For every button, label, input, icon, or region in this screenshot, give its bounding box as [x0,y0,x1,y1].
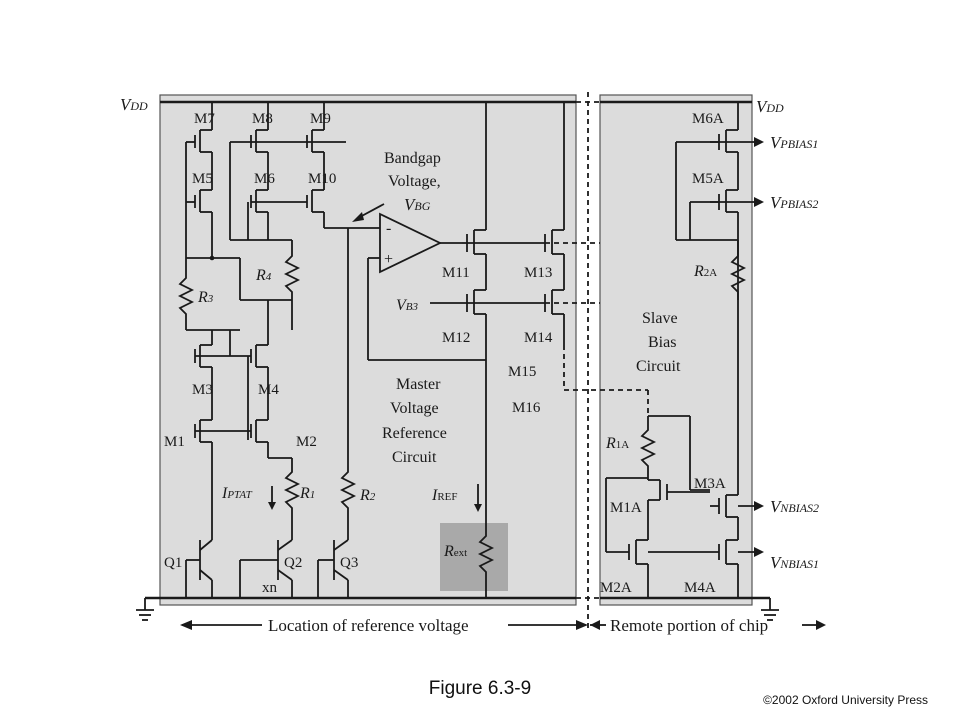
opamp-plus: + [384,251,393,268]
svg-text:R1A: R1A [605,435,629,452]
m1-label: M1 [164,434,185,450]
svg-text:R3: R3 [197,289,214,306]
m3-label: M3 [192,382,213,398]
r1a-sub: 1A [616,439,630,451]
m8-label: M8 [252,111,273,127]
iptat-label: I [221,485,228,502]
q3-label: Q3 [340,555,358,571]
vpbias1-sub: PBIAS1 [779,137,818,151]
r2-sub: 2 [370,491,376,503]
master-label-1: Master [396,376,441,393]
r1-label: R [299,485,310,502]
vbg-label: V [404,195,417,214]
master-label-3: Reference [382,425,447,442]
m4a-label: M4A [684,580,716,596]
vpbias2-sub: PBIAS2 [779,197,818,211]
vdd-left-sub: DD [129,99,148,113]
svg-text:VDD: VDD [756,97,784,116]
r2a-sub: 2A [704,267,718,279]
m11-label: M11 [442,265,470,281]
vdd-right-sub: DD [765,101,784,115]
svg-text:IREF: IREF [431,487,458,504]
m2-label: M2 [296,434,317,450]
m9-label: M9 [310,111,331,127]
slave-label-1: Slave [642,310,678,327]
m13-label: M13 [524,265,552,281]
figure-caption: Figure 6.3-9 [428,678,532,699]
m1a-label: M1A [610,500,642,516]
m16-label: M16 [512,400,541,416]
m6a-label: M6A [692,111,724,127]
m14-label: M14 [524,330,553,346]
r2-label: R [359,487,370,504]
iptat-sub: PTAT [226,489,252,501]
opamp-minus: - [386,220,391,237]
r3-label: R [197,289,208,306]
rext-sub: ext [454,547,467,559]
m7-label: M7 [194,111,215,127]
vb3-label: V [396,297,408,314]
rext-label: R [443,543,454,560]
svg-text:VB3: VB3 [396,297,419,314]
xn-label: xn [262,580,278,596]
vpbias2-label: V [770,193,783,212]
m5-label: M5 [192,171,213,187]
m12-label: M12 [442,330,470,346]
master-label-2: Voltage [390,400,439,417]
vb3-sub: B3 [406,301,419,313]
m3a-label: M3A [694,476,726,492]
m15-label: M15 [508,364,536,380]
r3-sub: 3 [207,293,214,305]
r1a-label: R [605,435,616,452]
vnbias1-label: V [770,553,783,572]
iref-sub: REF [437,491,457,503]
r4-label: R [255,267,266,284]
bandgap-label-2: Voltage, [388,173,441,190]
location-label: Location of reference voltage [268,616,469,635]
svg-text:R2: R2 [359,487,376,504]
svg-text:Rext: Rext [443,543,467,560]
slave-label-3: Circuit [636,358,681,375]
rext-highlight [440,523,508,591]
m10-label: M10 [308,171,336,187]
remote-label: Remote portion of chip [610,616,768,635]
slave-label-2: Bias [648,334,676,351]
m2a-label: M2A [600,580,632,596]
svg-text:IPTAT: IPTAT [221,485,253,502]
r1-sub: 1 [310,489,316,501]
copyright-notice: ©2002 Oxford University Press [763,693,928,707]
q1-label: Q1 [164,555,182,571]
svg-text:VNBIAS1: VNBIAS1 [770,553,819,572]
bandgap-label-1: Bandgap [384,150,441,167]
r2a-label: R [693,263,704,280]
m5a-label: M5A [692,171,724,187]
r4-sub: 4 [266,271,272,283]
svg-text:VDD: VDD [120,95,148,114]
vpbias1-label: V [770,133,783,152]
vdd-right-label: V [756,97,769,116]
iref-label: I [431,487,438,504]
svg-text:VBG: VBG [404,195,431,214]
svg-text:VPBIAS2: VPBIAS2 [770,193,818,212]
vnbias1-sub: NBIAS1 [779,557,819,571]
m6-label: M6 [254,171,275,187]
vbg-sub: BG [414,199,430,213]
vdd-left-label: V [120,95,133,114]
m4-label: M4 [258,382,279,398]
svg-text:R4: R4 [255,267,272,284]
vnbias2-label: V [770,497,783,516]
q2-label: Q2 [284,555,302,571]
master-label-4: Circuit [392,449,437,466]
svg-text:R1: R1 [299,485,315,502]
vnbias2-sub: NBIAS2 [779,501,819,515]
svg-text:VNBIAS2: VNBIAS2 [770,497,819,516]
svg-text:VPBIAS1: VPBIAS1 [770,133,818,152]
svg-text:R2A: R2A [693,263,717,280]
